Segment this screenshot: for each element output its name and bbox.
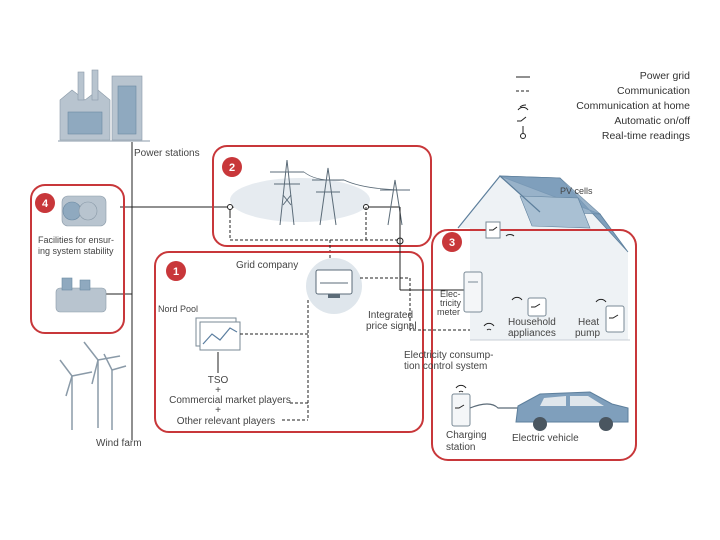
electric-vehicle-label: Electric vehicle <box>512 433 579 444</box>
zone-3-outline <box>431 229 637 461</box>
zone-2-badge <box>222 157 242 177</box>
facilities-label-line1: Facilities for ensur- <box>38 235 114 245</box>
zone-3-number: 3 <box>449 237 455 249</box>
nord-pool-label: Nord Pool <box>158 304 198 314</box>
plus-sign-1: + <box>215 385 221 396</box>
charging-label-line1: Charging <box>446 430 487 441</box>
facilities-illustration <box>55 195 107 313</box>
charging-label-line2: station <box>446 442 475 453</box>
pv-cells-label: PV cells <box>560 186 593 196</box>
wifi-icon-meter <box>483 322 495 331</box>
power-stations-label: Power stations <box>134 148 200 159</box>
zone-1-outline <box>154 251 424 433</box>
legend-power-grid-label: Power grid <box>640 70 690 82</box>
legend-communication-home-label: Communication at home <box>576 100 690 112</box>
grid-company-label: Grid company <box>236 260 298 271</box>
zone-1-number: 1 <box>173 266 179 278</box>
comm-line-zone2 <box>229 215 400 241</box>
meter-label-line1: Elec- <box>440 289 461 299</box>
other-players-label: Other relevant players <box>177 416 275 427</box>
wifi-icon-appliance <box>511 296 523 301</box>
legend: Power grid Communication Communication a… <box>516 70 690 142</box>
zone-4-badge <box>35 193 55 213</box>
wind-farm-label: Wind farm <box>96 438 142 449</box>
tso-label: TSO <box>208 375 229 386</box>
legend-switch-icon <box>517 116 527 122</box>
meter-label-line2: tricity <box>440 298 461 308</box>
price-signal-comm-line <box>360 277 470 331</box>
legend-communication-label: Communication <box>617 85 690 97</box>
zone-3-badge <box>442 232 462 252</box>
power-station-illustration <box>58 69 150 142</box>
zone-2-number: 2 <box>229 162 235 174</box>
charging-cable <box>469 403 520 409</box>
house-illustration <box>457 175 629 340</box>
legend-realtime-label: Real-time readings <box>602 130 690 142</box>
wifi-icon-heatpump <box>595 298 607 303</box>
heat-pump-label-line1: Heat <box>578 317 599 328</box>
legend-reading-icon <box>520 126 526 139</box>
charging-station-icon <box>451 393 471 427</box>
market-chart-icon <box>195 317 241 351</box>
consumption-control-label-line1: Electricity consump- <box>404 350 493 361</box>
zone-2-outline <box>212 145 432 247</box>
zone-1-badge <box>166 261 186 281</box>
switch-icon-1 <box>227 204 233 215</box>
legend-wifi-icon <box>517 104 529 111</box>
plus-sign-2: + <box>215 405 221 416</box>
transmission-towers-illustration <box>230 159 411 226</box>
household-label-line1: Household <box>508 317 556 328</box>
zone-4-outline <box>30 184 125 334</box>
consumption-control-label-line2: tion control system <box>404 361 487 372</box>
integrated-price-label-line1: Integrated <box>368 310 413 321</box>
wifi-icon-charging <box>455 384 467 393</box>
heat-pump-icon <box>605 305 625 333</box>
facilities-label-line2: ing system stability <box>38 246 114 256</box>
grid-company-computer-icon <box>306 258 362 314</box>
integrated-price-label-line2: price signal <box>366 321 417 332</box>
household-label-line2: appliances <box>508 328 556 339</box>
pv-switch-icon <box>485 221 501 239</box>
heat-pump-label-line2: pump <box>575 328 600 339</box>
wifi-icon-pv <box>505 234 515 237</box>
electric-vehicle-illustration <box>515 391 629 431</box>
commercial-players-label: Commercial market players <box>169 395 291 406</box>
zone-4-number: 4 <box>42 198 49 210</box>
wind-farm-illustration <box>59 341 127 430</box>
meter-label-line3: meter <box>437 307 460 317</box>
legend-automatic-label: Automatic on/off <box>614 115 690 127</box>
electricity-meter-icon <box>463 271 483 313</box>
household-appliance-icon <box>527 297 547 317</box>
